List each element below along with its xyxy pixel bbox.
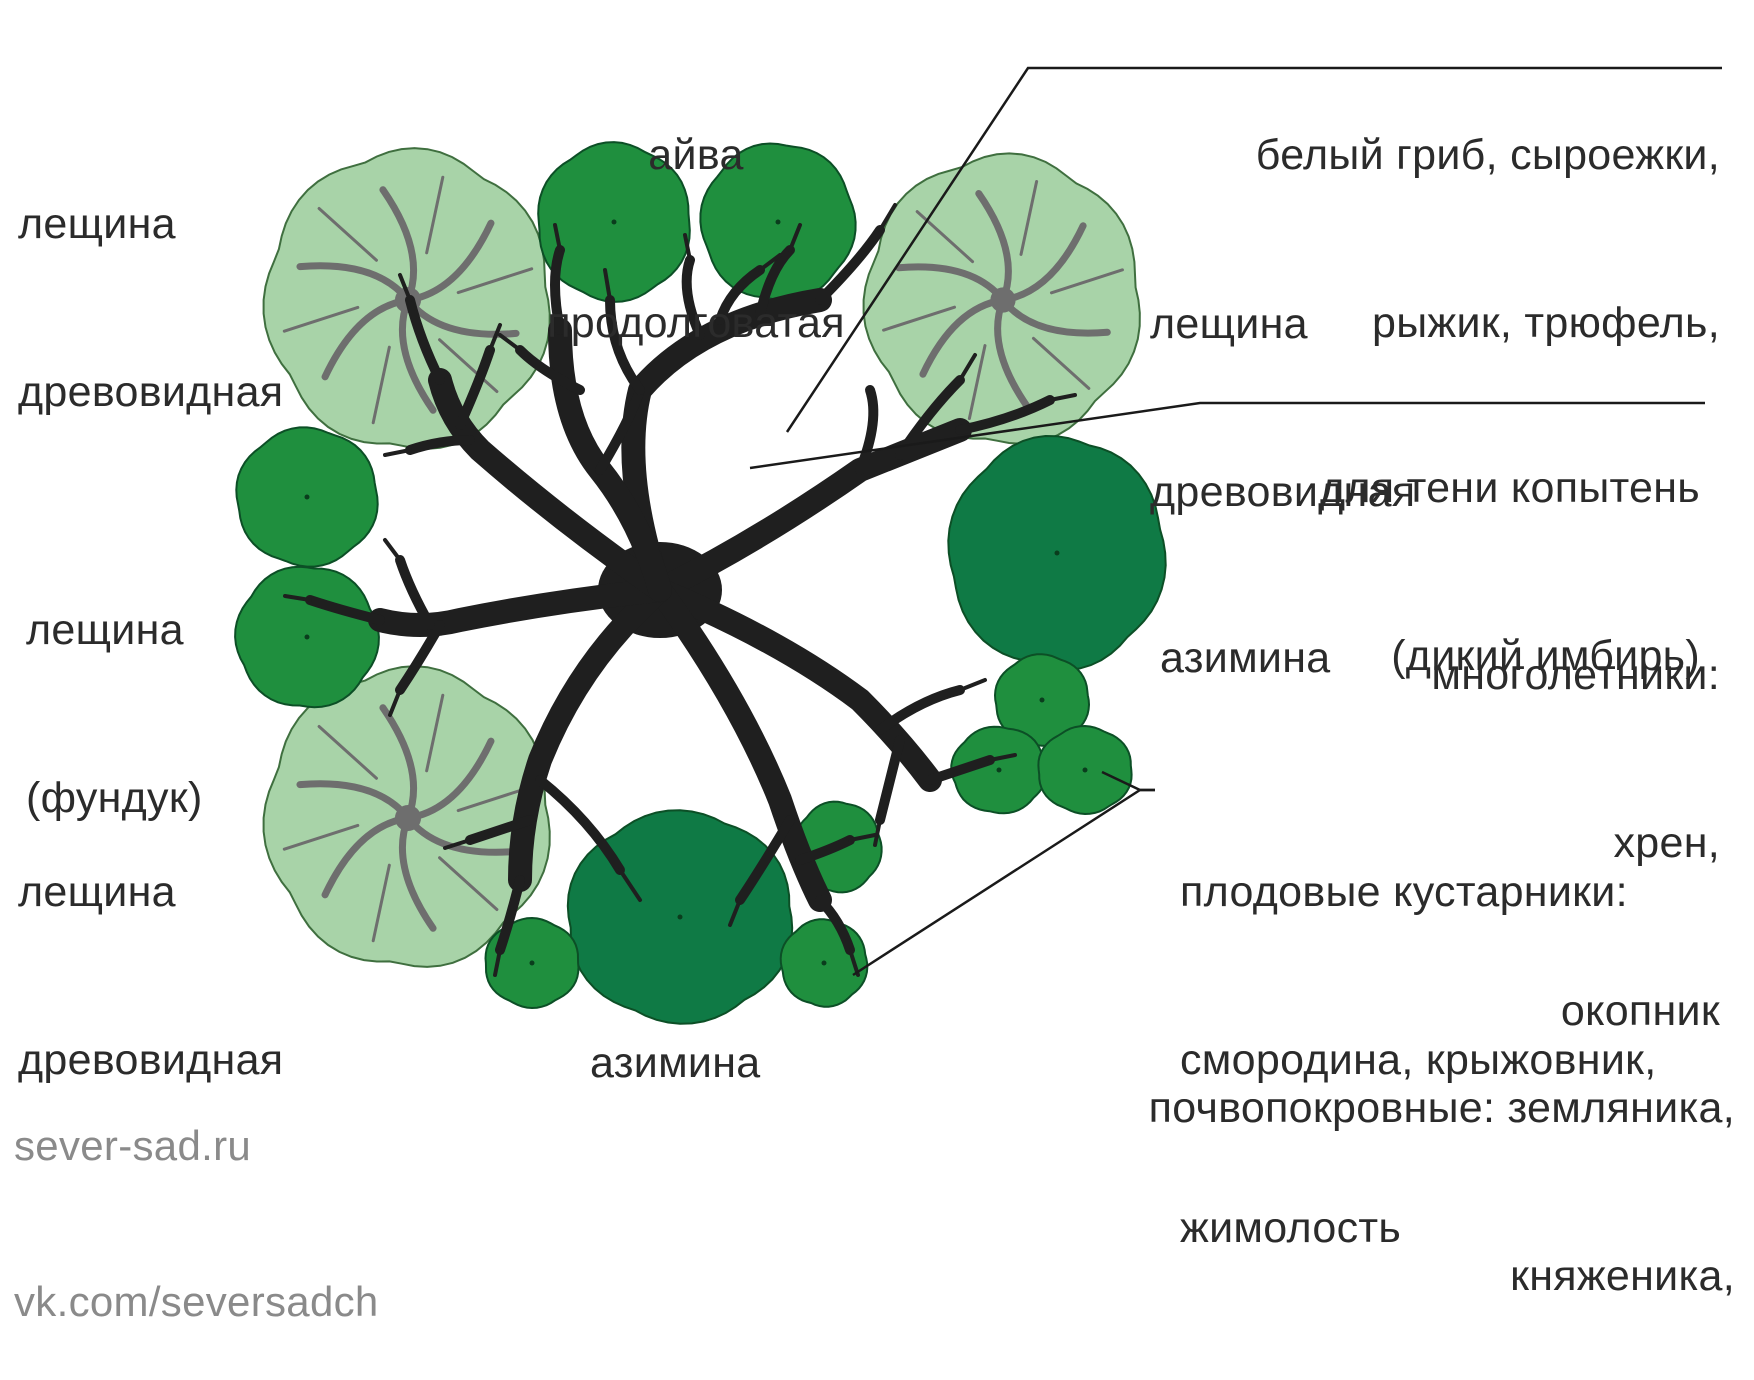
- label-pawpaw-bottom: азимина: [590, 1035, 761, 1091]
- credit-site: sever-sad.ru: [14, 1120, 379, 1172]
- leader-fruit-shrubs: [853, 790, 1155, 975]
- branch: [540, 780, 620, 870]
- branch: [385, 540, 400, 560]
- label-line: лещина: [18, 196, 283, 252]
- branch: [660, 430, 960, 590]
- credits: sever-sad.ru vk.com/seversadch: [14, 1016, 379, 1380]
- label-line: древовидная: [18, 364, 283, 420]
- label-line: почвопокровные: земляника,: [1000, 1080, 1735, 1136]
- branch: [960, 680, 985, 690]
- label-pawpaw-right: азимина: [1160, 630, 1331, 686]
- branch: [385, 450, 410, 455]
- label-line: плодовые кустарники:: [1180, 864, 1657, 920]
- label-quince: айва продолговатая: [496, 15, 896, 407]
- branch: [880, 740, 900, 820]
- branch: [660, 590, 930, 780]
- fruit-shrub-icon: [486, 918, 579, 1008]
- label-line: айва: [496, 127, 896, 183]
- hazelnut-bush-icon: [235, 567, 379, 707]
- label-line: лещина: [1150, 296, 1415, 352]
- fruit-shrub-icon: [1038, 726, 1131, 814]
- label-line: лещина: [18, 864, 283, 920]
- credit-vk: vk.com/seversadch: [14, 1276, 379, 1328]
- label-line: многолетники:: [1330, 647, 1720, 703]
- label-line: продолговатая: [496, 295, 896, 351]
- label-line: для тени копытень: [1130, 460, 1700, 516]
- label-line: княженика,: [1000, 1248, 1735, 1304]
- label-hazel-tree-top-left: лещина древовидная: [18, 84, 283, 476]
- branch: [880, 690, 960, 730]
- label-groundcover: почвопокровные: земляника, княженика,: [1000, 968, 1735, 1360]
- label-line: белый гриб, сыроежки,: [1030, 127, 1720, 183]
- label-line: лещина: [26, 602, 203, 658]
